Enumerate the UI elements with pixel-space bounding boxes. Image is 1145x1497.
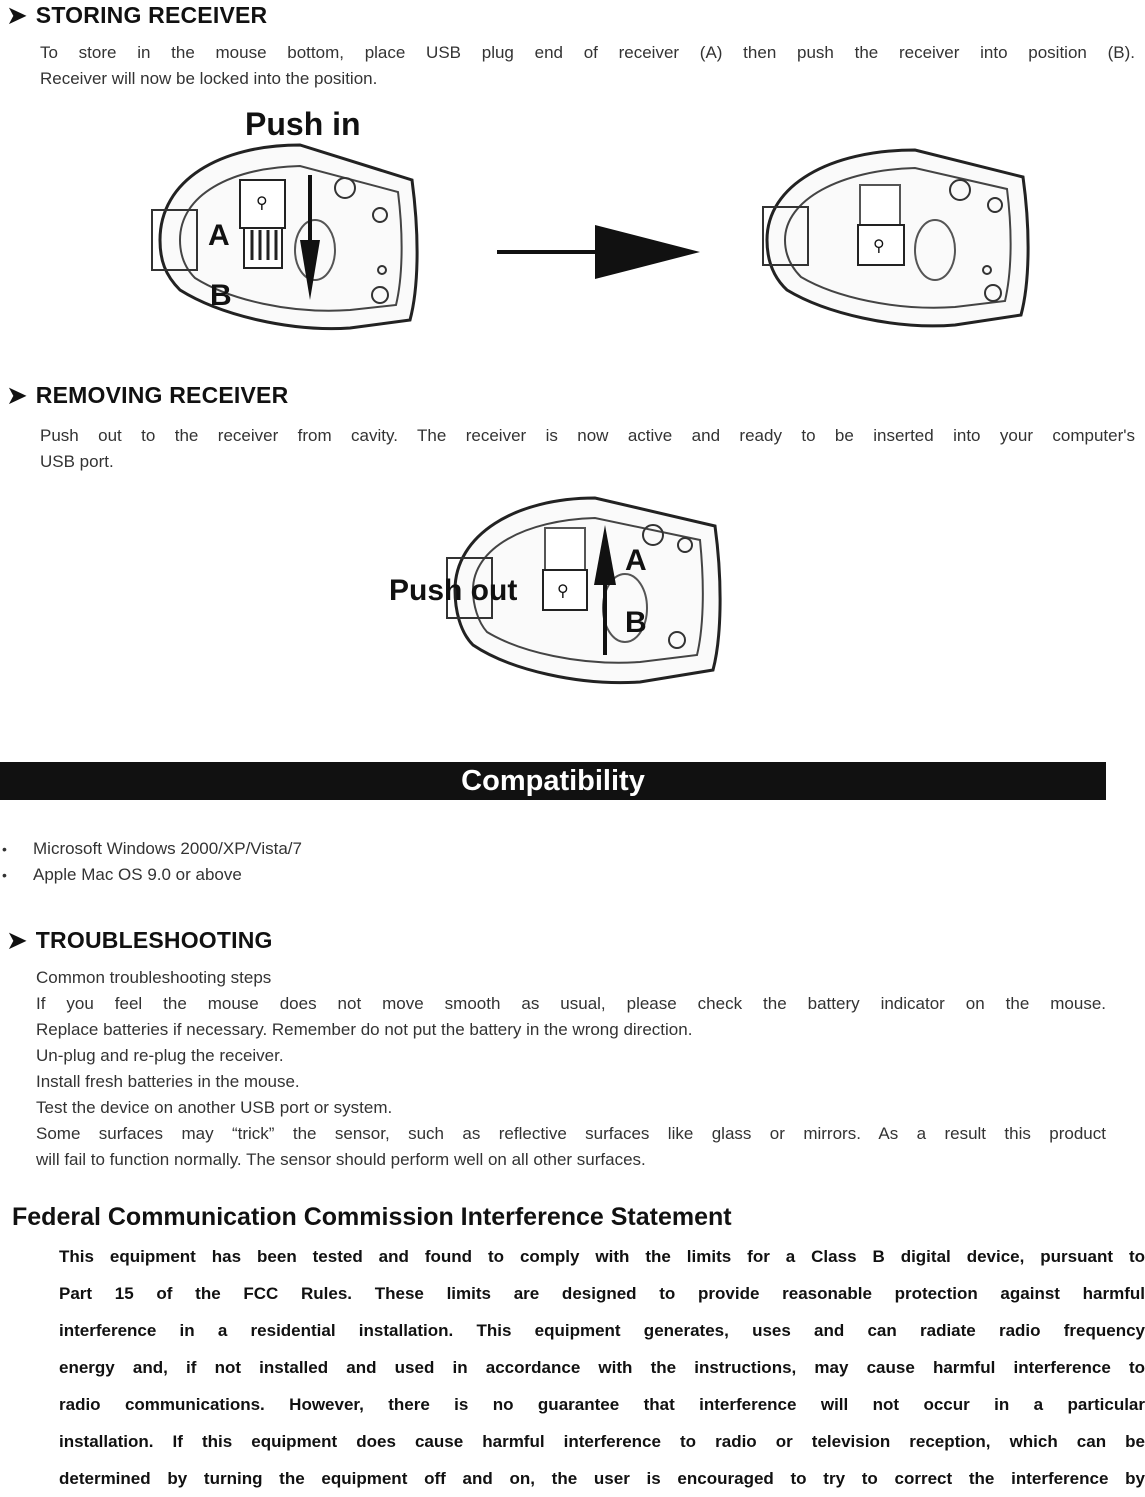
label-b: B <box>210 279 232 312</box>
label-a: A <box>625 544 647 577</box>
storing-heading: ➤ STORING RECEIVER <box>6 2 267 29</box>
troubleshooting-line: If you feel the mouse does not move smoo… <box>36 994 1106 1013</box>
removing-title: REMOVING RECEIVER <box>35 382 289 408</box>
bullet-arrow-icon: ➤ <box>6 0 28 31</box>
troubleshooting-line: will fail to function normally. The sens… <box>36 1150 646 1169</box>
storing-line: Receiver will now be locked into the pos… <box>40 69 378 88</box>
storing-line: To store in the mouse bottom, place USB … <box>40 43 1135 62</box>
troubleshooting-heading: ➤ TROUBLESHOOTING <box>6 927 273 954</box>
fcc-line: radio communications. However, there is … <box>59 1395 1145 1414</box>
label-b: B <box>625 606 647 639</box>
removing-line: USB port. <box>40 452 114 471</box>
removing-heading: ➤ REMOVING RECEIVER <box>6 382 288 409</box>
push-in-label: Push in <box>245 106 361 142</box>
list-item: Apple Mac OS 9.0 or above <box>0 862 302 888</box>
troubleshooting-line: Replace batteries if necessary. Remember… <box>36 1020 693 1039</box>
label-a: A <box>208 219 230 252</box>
compatibility-banner: Compatibility <box>0 762 1106 800</box>
bullet-arrow-icon: ➤ <box>6 380 28 411</box>
push-out-label: Push out <box>389 574 517 607</box>
mouse-bottom-stored-illustration: ⚲ <box>762 148 1030 328</box>
troubleshooting-line: Test the device on another USB port or s… <box>36 1098 393 1117</box>
svg-text:⚲: ⚲ <box>557 581 569 600</box>
fcc-line: interference in a residential installati… <box>59 1321 1145 1340</box>
fcc-line: energy and, if not installed and used in… <box>59 1358 1145 1377</box>
mouse-bottom-push-out-illustration: ⚲ Push out A B <box>389 496 722 685</box>
list-item: Microsoft Windows 2000/XP/Vista/7 <box>0 836 302 862</box>
removing-line: Push out to the receiver from cavity. Th… <box>40 426 1135 445</box>
removing-text: Push out to the receiver from cavity. Th… <box>40 423 1135 475</box>
troubleshooting-line: Un-plug and re-plug the receiver. <box>36 1046 284 1065</box>
troubleshooting-title: TROUBLESHOOTING <box>35 927 273 953</box>
fcc-line: Part 15 of the FCC Rules. These limits a… <box>59 1284 1145 1303</box>
troubleshooting-text: Common troubleshooting steps If you feel… <box>36 965 1106 1173</box>
mouse-bottom-push-in-illustration: Push in ⚲ A B <box>151 106 419 331</box>
svg-text:⚲: ⚲ <box>256 193 268 212</box>
transition-arrow-icon <box>497 225 700 279</box>
fcc-title: Federal Communication Commission Interfe… <box>12 1203 732 1231</box>
fcc-line: This equipment has been tested and found… <box>59 1247 1145 1266</box>
storing-title: STORING RECEIVER <box>35 2 268 28</box>
compatibility-list: Microsoft Windows 2000/XP/Vista/7 Apple … <box>0 836 302 888</box>
storing-text: To store in the mouse bottom, place USB … <box>40 40 1135 92</box>
fcc-line: determined by turning the equipment off … <box>59 1469 1145 1488</box>
fcc-statement: This equipment has been tested and found… <box>59 1238 1145 1497</box>
troubleshooting-line: Common troubleshooting steps <box>36 968 272 987</box>
troubleshooting-line: Some surfaces may “trick” the sensor, su… <box>36 1124 1106 1143</box>
bullet-arrow-icon: ➤ <box>6 925 28 956</box>
svg-text:⚲: ⚲ <box>873 236 885 255</box>
troubleshooting-line: Install fresh batteries in the mouse. <box>36 1072 300 1091</box>
fcc-line: installation. If this equipment does cau… <box>59 1432 1145 1451</box>
